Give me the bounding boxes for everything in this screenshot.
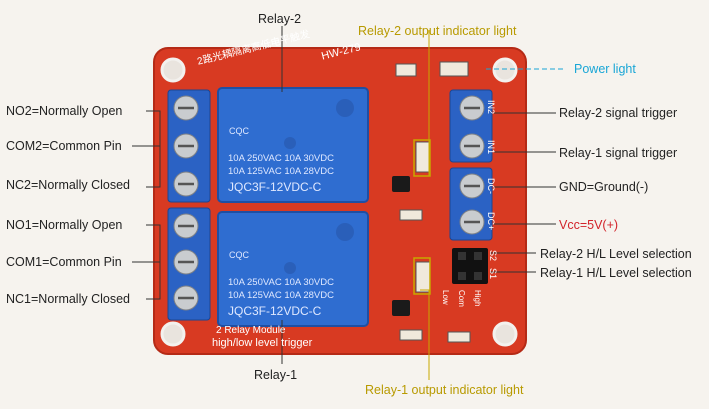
label-relay2-indicator: Relay-2 output indicator light bbox=[358, 24, 517, 38]
relay1-model: JQC3F-12VDC-C bbox=[228, 304, 322, 318]
relay2-rating2: 10A 125VAC 10A 28VDC bbox=[228, 166, 334, 177]
label-no1: NO1=Normally Open bbox=[6, 218, 123, 232]
label-nc1: NC1=Normally Closed bbox=[6, 292, 130, 306]
label-nc2: NC2=Normally Closed bbox=[6, 178, 130, 192]
relay1-rating2: 10A 125VAC 10A 28VDC bbox=[228, 290, 334, 301]
jumper-label-s1: S1 bbox=[488, 268, 498, 280]
pin-label-in1: IN1 bbox=[486, 140, 496, 155]
mount-hole-bl bbox=[160, 321, 186, 347]
label-no2: NO2=Normally Open bbox=[6, 104, 123, 118]
board-bottom-line2: high/low level trigger bbox=[212, 337, 313, 349]
label-vcc: Vcc=5V(+) bbox=[559, 218, 619, 232]
leader-relay1-indicator bbox=[420, 289, 430, 380]
mount-hole-tl bbox=[160, 57, 186, 83]
label-s2: Relay-2 H/L Level selection bbox=[540, 247, 692, 261]
label-relay1: Relay-1 bbox=[254, 368, 298, 382]
mount-hole-tr bbox=[492, 57, 518, 83]
left-terminal-block-1 bbox=[167, 207, 211, 321]
label-com1: COM1=Common Pin bbox=[6, 255, 122, 269]
label-gnd: GND=Ground(-) bbox=[559, 180, 649, 194]
label-com2: COM2=Common Pin bbox=[6, 139, 122, 153]
jumper-label-s2: S2 bbox=[488, 250, 498, 262]
relay-1-body bbox=[217, 211, 369, 327]
relay2-model: JQC3F-12VDC-C bbox=[228, 180, 322, 194]
label-s1: Relay-1 H/L Level selection bbox=[540, 266, 692, 280]
mount-hole-br bbox=[492, 321, 518, 347]
pin-label-in2: IN2 bbox=[486, 100, 496, 115]
right-terminal-block-power bbox=[449, 167, 493, 241]
board-bottom-line1: 2 Relay Module bbox=[216, 325, 286, 336]
level-label-com: Com bbox=[457, 290, 466, 307]
level-label-high: High bbox=[473, 290, 482, 307]
leader-lines bbox=[132, 26, 566, 380]
label-in2: Relay-2 signal trigger bbox=[559, 106, 678, 120]
label-relay1-indicator: Relay-1 output indicator light bbox=[365, 383, 524, 397]
label-power-light: Power light bbox=[574, 62, 636, 76]
left-terminal-block-2 bbox=[167, 89, 211, 203]
pin-label-dc-plus: DC+ bbox=[486, 212, 496, 231]
label-relay2: Relay-2 bbox=[258, 12, 302, 26]
label-in1: Relay-1 signal trigger bbox=[559, 146, 678, 160]
relay1-brand: CQC bbox=[229, 250, 249, 260]
leader-left-top bbox=[146, 110, 161, 188]
smd-components bbox=[392, 61, 471, 343]
right-terminal-block-signal bbox=[449, 89, 493, 163]
relay-2-body bbox=[217, 87, 369, 203]
relay1-rating1: 10A 250VAC 10A 30VDC bbox=[228, 277, 334, 288]
level-jumpers bbox=[452, 248, 488, 284]
pin-label-dc-minus: DC- bbox=[486, 178, 496, 194]
level-label-low: Low bbox=[441, 290, 450, 305]
relay2-brand: CQC bbox=[229, 126, 249, 136]
relay2-rating1: 10A 250VAC 10A 30VDC bbox=[228, 153, 334, 164]
